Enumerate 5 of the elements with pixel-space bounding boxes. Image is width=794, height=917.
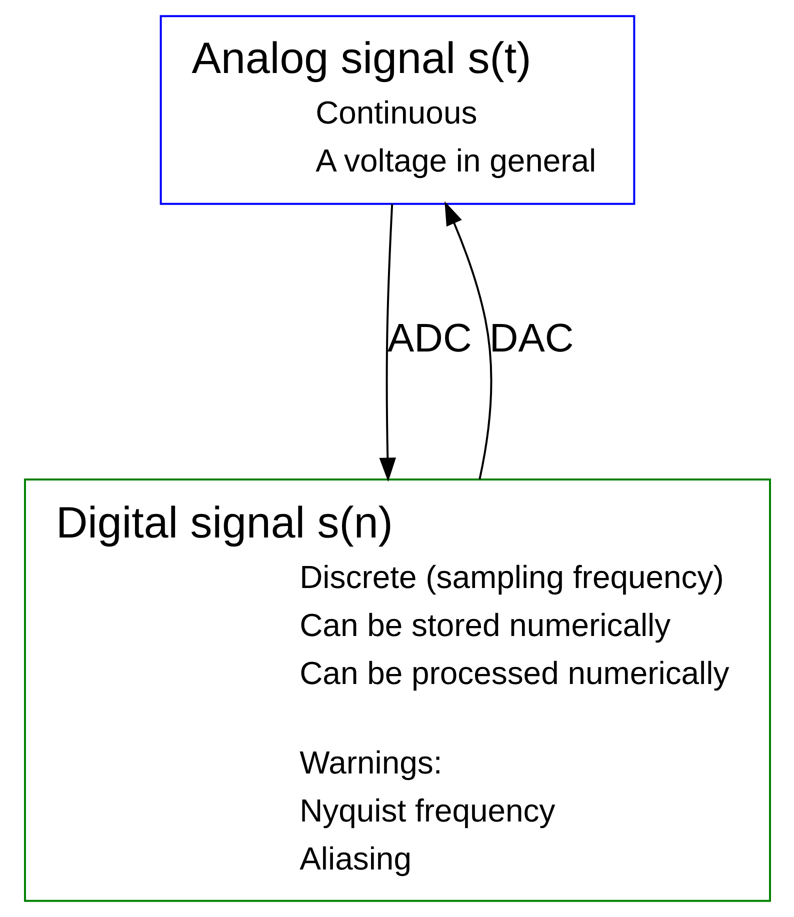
arrow xyxy=(378,204,396,482)
node-box: Analog signal s(t) Continuous A voltage in general xyxy=(159,15,635,205)
arrow xyxy=(444,201,492,480)
edge-label: DAC xyxy=(488,316,574,361)
node-box: Digital signal s(n) Discrete (sampling frequency) Can be stored numerically Can be processed numerically Warnings: Nyquist frequency Aliasing xyxy=(24,478,770,902)
